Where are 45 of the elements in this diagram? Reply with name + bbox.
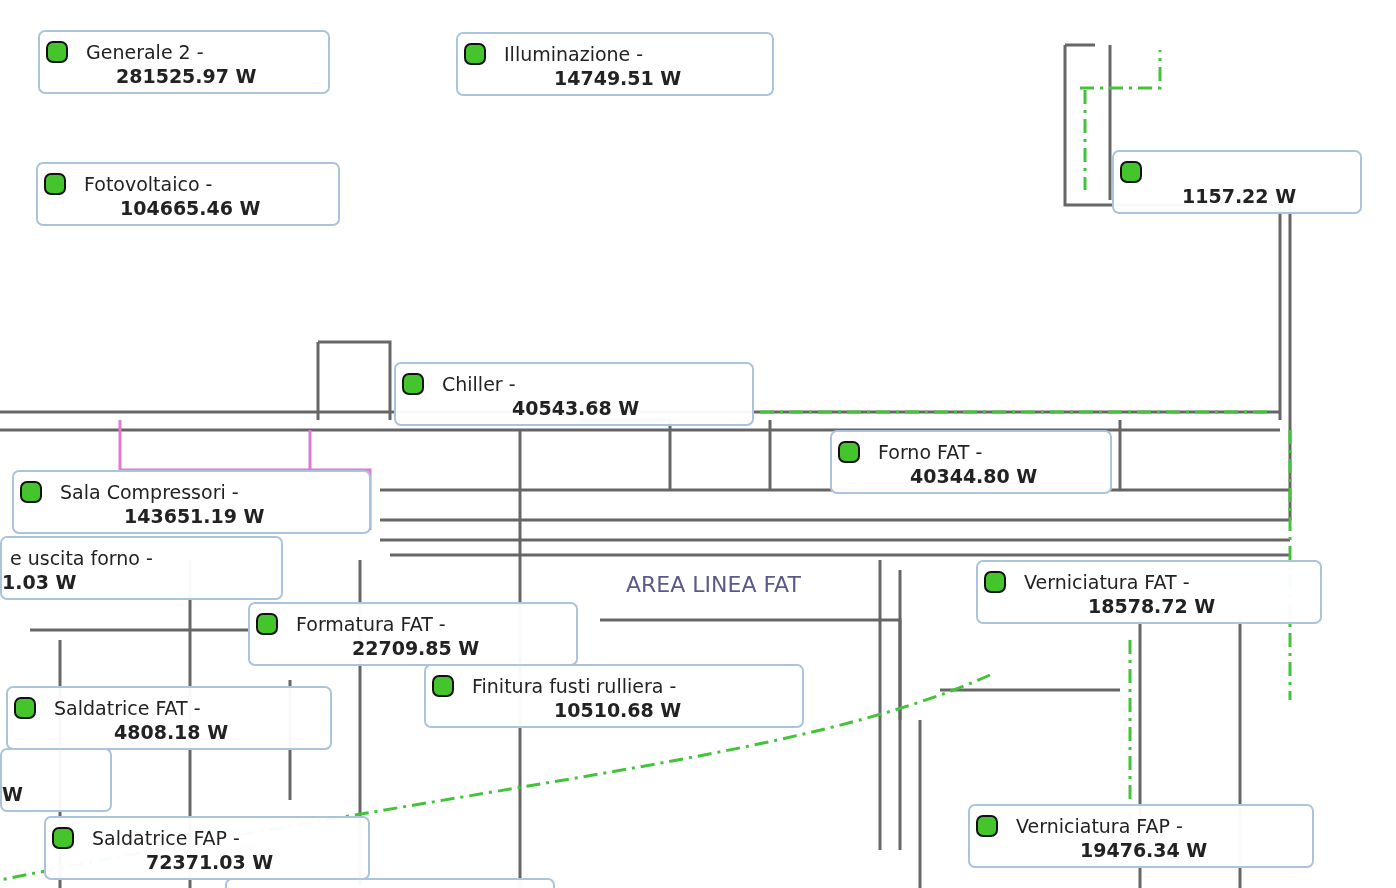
status-card (0, 536, 283, 600)
meter-name: Generale 2 - (86, 41, 204, 63)
power-value: 1.03 W (2, 571, 77, 593)
meter-name: Saldatrice FAT - (54, 697, 201, 719)
power-value: 72371.03 W (146, 851, 274, 873)
meter-name: Illuminazione - (504, 43, 644, 65)
power-value: 18578.72 W (1088, 595, 1216, 617)
status-card (36, 162, 340, 226)
power-value: 1157.22 W (1182, 185, 1297, 207)
status-card (12, 470, 371, 534)
status-card (44, 816, 370, 880)
power-value: 10510.68 W (554, 699, 682, 721)
meter-name: Verniciatura FAT - (1024, 571, 1190, 593)
meter-name: Verniciatura FAP - (1016, 815, 1183, 837)
power-value: 4808.18 W (114, 721, 229, 743)
power-value: 40344.80 W (910, 465, 1038, 487)
meter-name: Fotovoltaico - (84, 173, 213, 195)
power-value: 14749.51 W (554, 67, 682, 89)
status-card (968, 804, 1314, 868)
meter-name: Saldatrice FAP - (92, 827, 240, 849)
power-value: 22709.85 W (352, 637, 480, 659)
status-card (394, 362, 754, 426)
status-card (6, 686, 332, 750)
power-value: 143651.19 W (124, 505, 265, 527)
meter-name: Finitura fusti rulliera - (472, 675, 677, 697)
power-value: W (2, 783, 23, 805)
power-value: 104665.46 W (120, 197, 261, 219)
power-value: 281525.97 W (116, 65, 257, 87)
area-label: AREA LINEA FAT (626, 572, 801, 597)
meter-name: e uscita forno - (10, 547, 153, 569)
meter-name: Chiller - (442, 373, 516, 395)
status-card (424, 664, 804, 728)
status-card (976, 560, 1322, 624)
status-card (248, 602, 578, 666)
meter-name: Sala Compressori - (60, 481, 239, 503)
power-value: 19476.34 W (1080, 839, 1208, 861)
status-card (38, 30, 330, 94)
status-card (1112, 150, 1362, 214)
status-card (830, 430, 1112, 494)
status-card (0, 748, 112, 812)
meter-name: Forno FAT - (878, 441, 983, 463)
status-card-outline (225, 878, 555, 888)
status-card (456, 32, 774, 96)
meter-name: Formatura FAT - (296, 613, 446, 635)
power-value: 40543.68 W (512, 397, 640, 419)
